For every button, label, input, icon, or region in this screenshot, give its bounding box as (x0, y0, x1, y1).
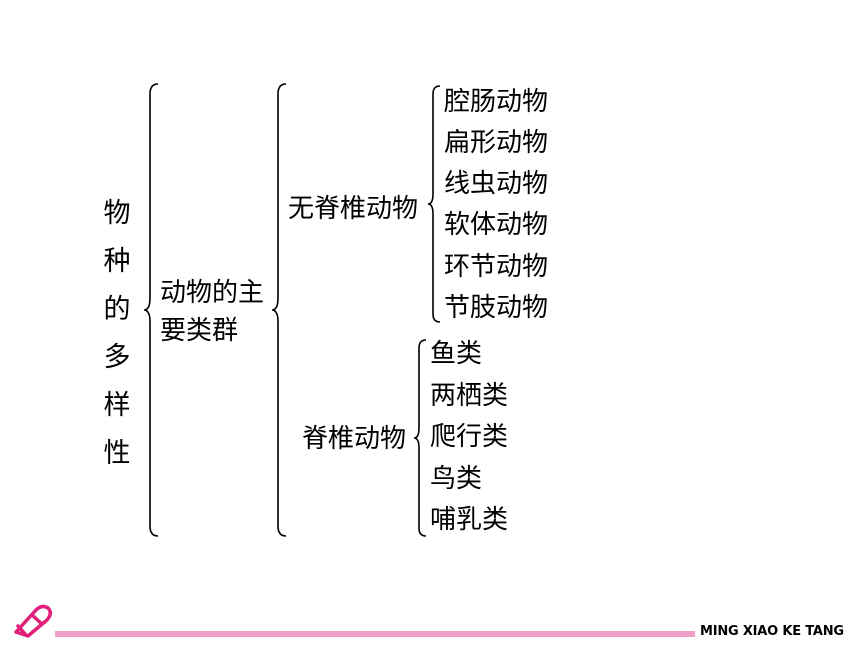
invertebrate-item: 腔肠动物 (444, 87, 549, 117)
brace-invertebrates (428, 85, 441, 323)
invertebrates-label: 无脊椎动物 (288, 194, 419, 224)
brace-root (144, 83, 159, 537)
brand-text: MING XIAO KE TANG (700, 624, 844, 639)
root-title: 物种的多样性 (103, 198, 131, 469)
vertebrate-item: 鱼类 (430, 339, 483, 369)
invertebrate-item: 扁形动物 (444, 128, 549, 158)
brace-vertebrates (414, 339, 427, 537)
invertebrate-item: 线虫动物 (444, 169, 549, 199)
invertebrate-item: 环节动物 (444, 252, 549, 282)
invertebrate-item: 软体动物 (444, 210, 549, 240)
invertebrate-item: 节肢动物 (444, 293, 549, 323)
vertebrate-item: 哺乳类 (430, 505, 509, 535)
vertebrate-item: 两栖类 (430, 381, 509, 411)
vertebrates-label: 脊椎动物 (302, 424, 407, 454)
vertebrate-item: 爬行类 (430, 422, 509, 452)
level1-label: 动物的主要类群 (160, 278, 265, 346)
footer-bar (55, 631, 695, 637)
vertebrate-item: 鸟类 (430, 464, 483, 494)
pencil-icon (14, 604, 52, 638)
brace-level1 (272, 83, 287, 537)
